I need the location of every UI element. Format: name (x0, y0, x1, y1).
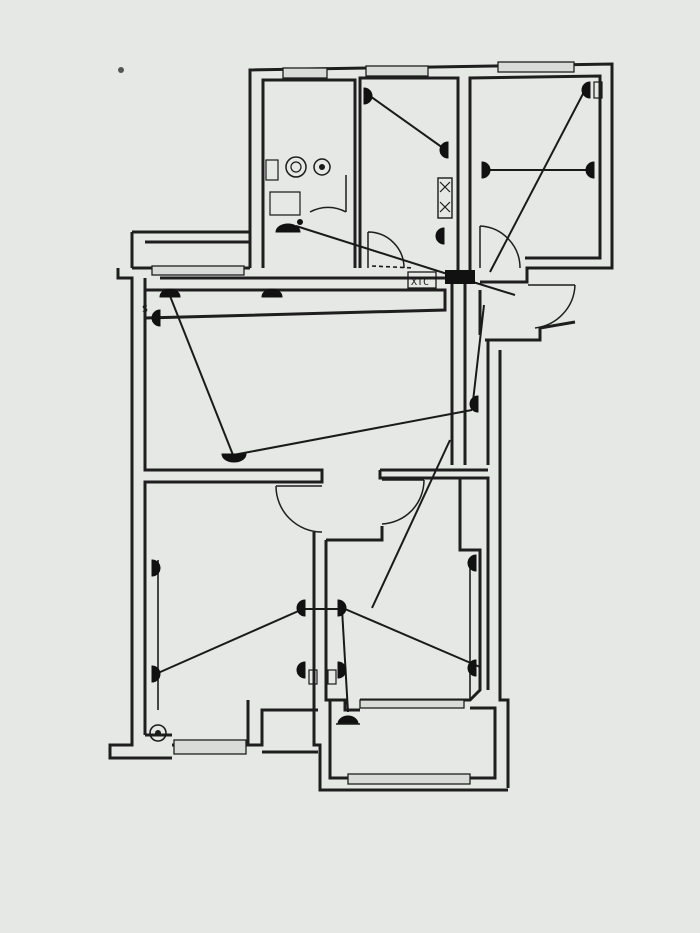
door-bath (367, 231, 405, 269)
fixtures: S (142, 81, 603, 742)
window-balcony (359, 699, 465, 709)
socket-icon (296, 599, 306, 617)
socket-icon (439, 141, 449, 159)
balcony-light-icon (336, 715, 360, 725)
socket-icon (159, 288, 181, 298)
paper-speck (118, 67, 124, 73)
socket-icon (585, 161, 595, 179)
door-entry (528, 284, 576, 329)
socket-icon (467, 554, 477, 572)
window-living (151, 265, 245, 276)
socket-icon (261, 288, 283, 298)
windows (151, 61, 575, 785)
socket-icon (467, 659, 477, 677)
walls (108, 62, 614, 792)
window-bedroom-left (173, 739, 247, 755)
doors (275, 175, 576, 533)
meter-icon (149, 724, 167, 742)
vent-icon (437, 177, 453, 219)
socket-icon (469, 395, 479, 413)
window-kitchen (282, 67, 328, 79)
socket-icon (435, 227, 445, 245)
wiring (157, 89, 588, 713)
stove-icon (265, 156, 331, 181)
socket-icon (151, 665, 161, 683)
socket-icon (337, 599, 347, 617)
window-bath (365, 65, 429, 77)
socket-icon (296, 661, 306, 679)
socket-icon (151, 559, 161, 577)
door-kitchen (309, 175, 347, 213)
window-bedroom-right (347, 773, 471, 785)
switch-tag-label: S (142, 304, 148, 315)
junction-box-label: XTC (411, 277, 429, 288)
kitchen-light-icon (269, 191, 303, 233)
socket-icon (581, 81, 591, 99)
junction-box: XTC (407, 270, 475, 289)
socket-icon (337, 661, 347, 679)
ceiling-light-icon (221, 453, 247, 463)
socket-icon (363, 87, 373, 105)
socket-icon (481, 161, 491, 179)
switch-icon (151, 309, 161, 327)
window-bedroom-top (497, 61, 575, 73)
door-bedroom-right (381, 479, 425, 525)
door-bedroom-left (275, 485, 323, 533)
door-bedroom-top (479, 225, 521, 269)
